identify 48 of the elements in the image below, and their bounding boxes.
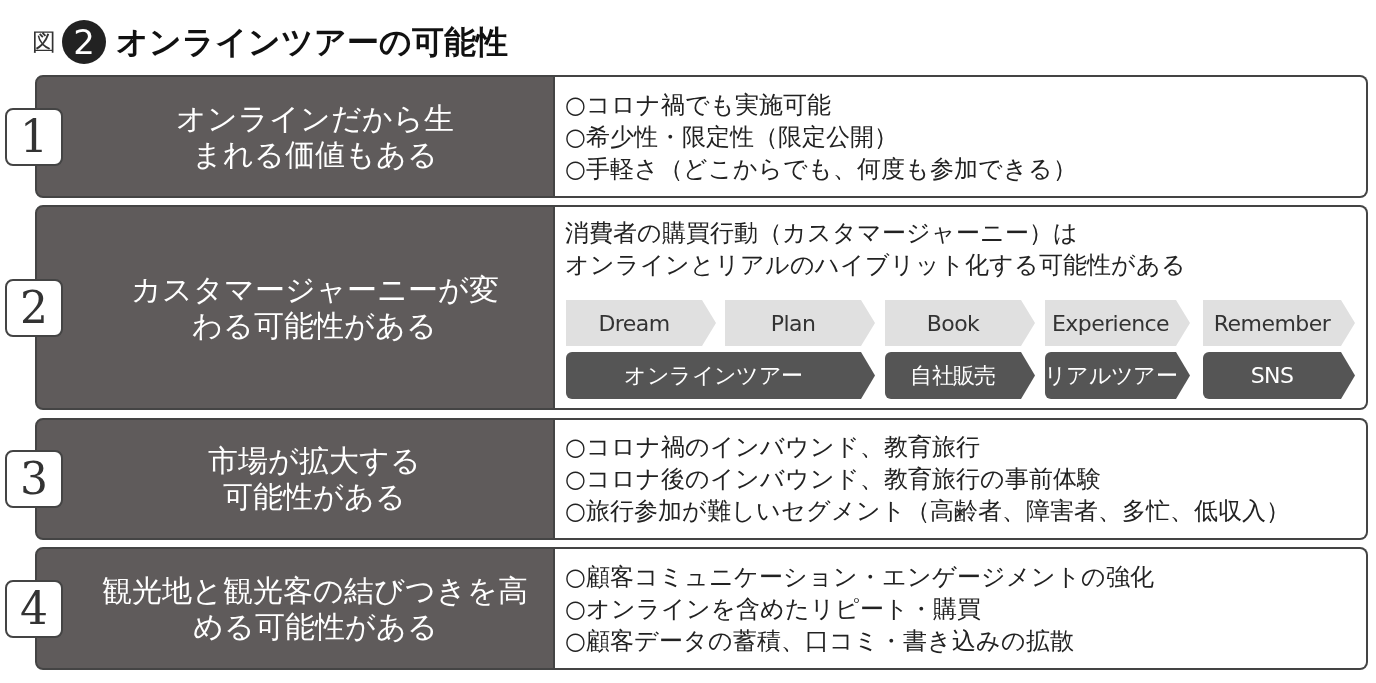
chevron-step xyxy=(1203,352,1355,399)
detail-text: ○手軽さ（どこからでも、何度も参加できる） xyxy=(565,153,1078,185)
row-number: 3 xyxy=(20,457,48,501)
step-label: Plan xyxy=(770,309,816,338)
detail-panel xyxy=(555,547,1368,670)
detail-text: ○旅行参加が難しいセグメント（高齢者、障害者、多忙、低収入） xyxy=(565,496,1291,527)
step-label: 自社販売 xyxy=(910,362,996,390)
detail-text: ○希少性・限定性（限定公開） xyxy=(565,121,899,153)
heading-text: オンラインだから生まれる価値もある xyxy=(175,100,455,173)
diagram-title: オンラインツアーの可能性 xyxy=(116,22,508,63)
detail-panel xyxy=(555,75,1368,198)
number-box xyxy=(5,579,63,638)
step-label: リアルツアー xyxy=(1043,362,1178,390)
step-label: SNS xyxy=(1250,362,1294,390)
detail-text: ○コロナ後のインバウンド、教育旅行の事前体験 xyxy=(565,464,1102,495)
detail-text: オンラインとリアルのハイブリット化する可能性がある xyxy=(565,250,1187,281)
heading-text: 観光地と観光客の結びつきを高める可能性がある xyxy=(101,572,529,645)
number-box xyxy=(5,450,63,508)
chevron-step xyxy=(566,352,875,399)
row-number: 2 xyxy=(20,285,48,330)
chevron-step xyxy=(566,300,716,346)
heading-text: カスタマージャーニーが変わる可能性がある xyxy=(130,271,500,344)
step-label: Dream xyxy=(598,309,670,338)
detail-text: ○コロナ禍でも実施可能 xyxy=(565,89,832,121)
chevron-step xyxy=(1045,300,1190,346)
row-number: 1 xyxy=(20,114,48,159)
chevron-step xyxy=(1045,352,1190,399)
step-label: オンラインツアー xyxy=(624,362,803,390)
detail-text: ○顧客データの蓄積、口コミ・書き込みの拡散 xyxy=(565,625,1075,657)
detail-text: ○顧客コミュニケーション・エンゲージメントの強化 xyxy=(565,561,1155,593)
heading-text: 市場が拡大する可能性がある xyxy=(207,443,423,515)
chevron-step xyxy=(885,300,1035,346)
detail-text: ○オンラインを含めたリピート・購買 xyxy=(565,593,982,625)
chevron-step xyxy=(725,300,875,346)
chevron-step xyxy=(885,352,1035,399)
row-number: 4 xyxy=(20,586,48,631)
step-label: Remember xyxy=(1213,309,1331,338)
detail-text: ○コロナ禍のインバウンド、教育旅行 xyxy=(565,432,981,463)
detail-panel xyxy=(555,418,1368,540)
number-box xyxy=(5,278,63,337)
figure-number-badge: 2 xyxy=(62,20,106,64)
chevron-step xyxy=(1203,300,1355,346)
number-box xyxy=(5,107,63,166)
step-label: Experience xyxy=(1051,309,1170,338)
detail-panel xyxy=(555,205,1368,410)
step-label: Book xyxy=(926,309,980,338)
detail-text: 消費者の購買行動（カスタマージャーニー）は xyxy=(565,218,1079,249)
figure-label: 図 xyxy=(32,27,56,58)
